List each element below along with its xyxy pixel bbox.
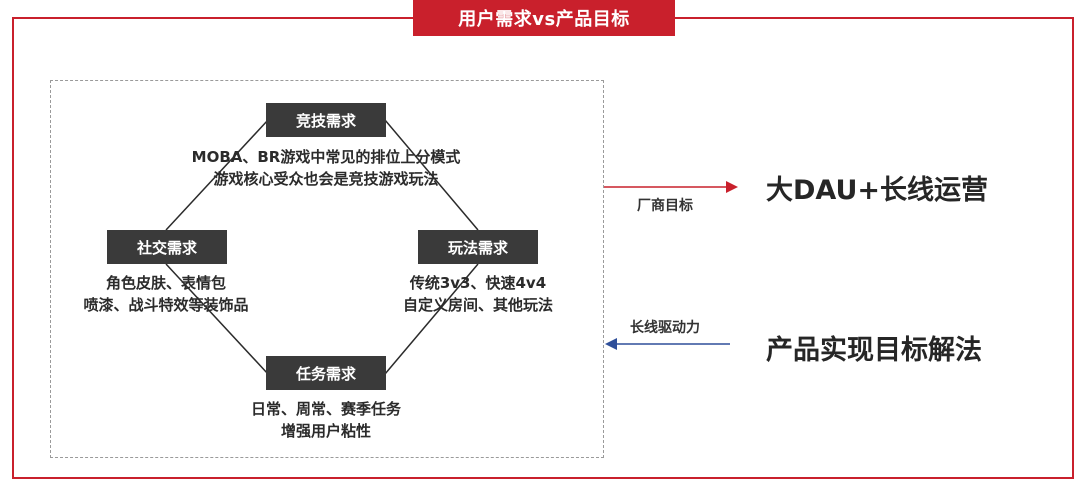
desc-task: 日常、周常、赛季任务 增强用户粘性 bbox=[231, 398, 421, 442]
desc-gameplay-line-2: 自定义房间、其他玩法 bbox=[402, 296, 553, 314]
drive-arrow-label: 长线驱动力 bbox=[630, 320, 700, 336]
desc-task-line-1: 日常、周常、赛季任务 bbox=[250, 400, 401, 418]
solution-result-text: 产品实现目标解法 bbox=[766, 335, 982, 366]
desc-competitive-line-1: MOBA、BR游戏中常见的排位上分模式 bbox=[191, 148, 461, 166]
node-gameplay: 玩法需求 bbox=[418, 230, 538, 264]
edge-top-left bbox=[165, 119, 269, 231]
desc-gameplay: 传统3v3、快速4v4 自定义房间、其他玩法 bbox=[378, 272, 578, 316]
drive-arrow-head bbox=[605, 338, 617, 350]
desc-competitive: MOBA、BR游戏中常见的排位上分模式 游戏核心受众也会是竞技游戏玩法 bbox=[176, 146, 476, 190]
desc-social-line-2: 喷漆、战斗特效等装饰品 bbox=[83, 296, 249, 314]
goal-result-text: 大DAU+长线运营 bbox=[766, 175, 989, 206]
node-task: 任务需求 bbox=[266, 356, 386, 390]
node-competitive: 竞技需求 bbox=[266, 103, 386, 137]
desc-social-line-1: 角色皮肤、表情包 bbox=[105, 274, 226, 292]
edge-right-bottom bbox=[384, 263, 479, 375]
desc-task-line-2: 增强用户粘性 bbox=[280, 422, 371, 440]
goal-arrow-head bbox=[726, 181, 738, 193]
desc-social: 角色皮肤、表情包 喷漆、战斗特效等装饰品 bbox=[66, 272, 266, 316]
edge-left-bottom bbox=[165, 263, 269, 375]
desc-competitive-line-2: 游戏核心受众也会是竞技游戏玩法 bbox=[213, 170, 439, 188]
page-title: 用户需求vs产品目标 bbox=[413, 0, 675, 36]
needs-panel bbox=[50, 80, 604, 458]
goal-arrow-label: 厂商目标 bbox=[637, 198, 693, 214]
node-social: 社交需求 bbox=[107, 230, 227, 264]
desc-gameplay-line-1: 传统3v3、快速4v4 bbox=[409, 274, 547, 292]
edge-top-right bbox=[384, 119, 479, 231]
